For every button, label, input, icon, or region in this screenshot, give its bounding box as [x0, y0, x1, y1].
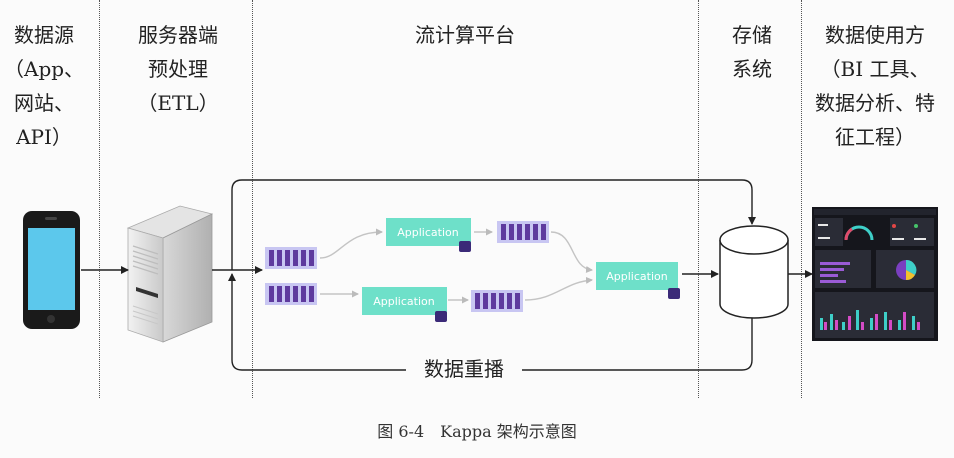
figure-number: 图 6-4: [377, 422, 425, 441]
message-queue: [265, 247, 317, 269]
replay-label: 数据重播: [424, 357, 504, 381]
dashboard-icon: [812, 207, 938, 341]
header-line: （App、: [4, 57, 85, 81]
application-block: Application: [386, 218, 471, 252]
database-icon: [719, 225, 789, 319]
header-line: 存储: [732, 23, 772, 47]
flow-arrow: [524, 276, 593, 301]
column-divider: [801, 0, 802, 398]
flow-arrow: [550, 231, 593, 273]
header-storage: 存储 系统: [712, 18, 792, 86]
message-queue: [497, 221, 549, 243]
header-line: API）: [16, 125, 72, 149]
figure-title: Kappa 架构示意图: [440, 422, 577, 441]
header-line: 数据分析、特: [815, 91, 935, 115]
column-divider: [698, 0, 699, 398]
header-line: 预处理: [148, 57, 208, 81]
application-label: Application: [397, 226, 458, 239]
replay-line: [522, 318, 753, 371]
column-divider: [252, 0, 253, 398]
message-queue: [265, 283, 317, 305]
header-consumer: 数据使用方 （BI 工具、 数据分析、特 征工程）: [800, 18, 950, 154]
figure-caption: 图 6-4 Kappa 架构示意图: [0, 418, 954, 442]
header-line: 系统: [732, 57, 772, 81]
header-line: 征工程）: [835, 125, 915, 149]
header-line: 数据源: [14, 23, 74, 47]
header-line: 流计算平台: [415, 23, 515, 47]
bypass-arrow: [231, 179, 756, 270]
message-queue: [471, 290, 523, 312]
header-line: 服务器端: [138, 23, 218, 47]
header-line: 数据使用方: [825, 23, 925, 47]
header-server-etl: 服务器端 预处理 （ETL）: [118, 18, 238, 120]
header-data-source: 数据源 （App、 网站、 API）: [4, 18, 84, 154]
server-icon: [126, 205, 214, 343]
application-block: Application: [596, 262, 680, 299]
phone-icon: [23, 211, 80, 329]
header-line: 网站、: [14, 91, 74, 115]
header-line: （ETL）: [137, 91, 219, 115]
application-label: Application: [373, 295, 434, 308]
header-line: （BI 工具、: [820, 57, 930, 81]
replay-arrow: [228, 273, 406, 371]
application-label: Application: [606, 270, 667, 283]
flow-arrow: [319, 228, 383, 259]
application-block: Application: [362, 287, 447, 322]
header-stream-platform: 流计算平台: [380, 18, 550, 52]
column-divider: [99, 0, 100, 398]
